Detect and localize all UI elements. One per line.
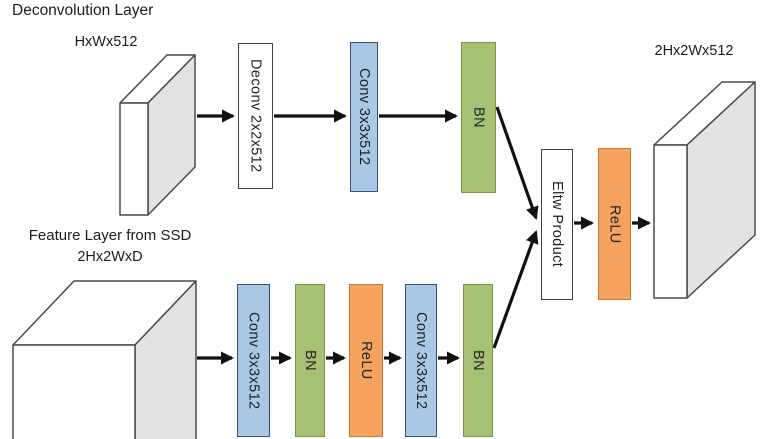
bn-bottom2-box: BN <box>463 284 493 437</box>
feature-tensor-label: 2Hx2WxD <box>77 249 143 265</box>
eltw-product-box: Eltw Product <box>541 149 573 300</box>
relu-merge-box: ReLU <box>598 148 631 300</box>
conv-3x3x512-bottom2-box: Conv 3x3x512 <box>405 284 437 437</box>
bn-bottom1-box: BN <box>295 284 325 437</box>
deconv-input-tensor <box>119 54 196 216</box>
arrow-bn-to-eltw-top <box>495 106 539 220</box>
output-tensor <box>653 81 756 299</box>
bn-top-box: BN <box>461 42 496 193</box>
relu-bottom-box: ReLU <box>349 284 383 437</box>
conv-3x3x512-top-box: Conv 3x3x512 <box>350 42 378 192</box>
feature-layer-label: Feature Layer from SSD <box>28 227 192 244</box>
diagram-title: Deconvolution Layer <box>12 2 154 19</box>
arrow-bn2-to-eltw-bottom <box>492 230 539 349</box>
output-tensor-label: 2Hx2Wx512 <box>654 43 734 59</box>
conv-3x3x512-bottom1-box: Conv 3x3x512 <box>237 284 270 437</box>
deconv-2x2x512-box: Deconv 2x2x512 <box>238 43 273 189</box>
input-tensor-label: HxWx512 <box>74 34 138 50</box>
feature-input-tensor <box>12 280 197 439</box>
